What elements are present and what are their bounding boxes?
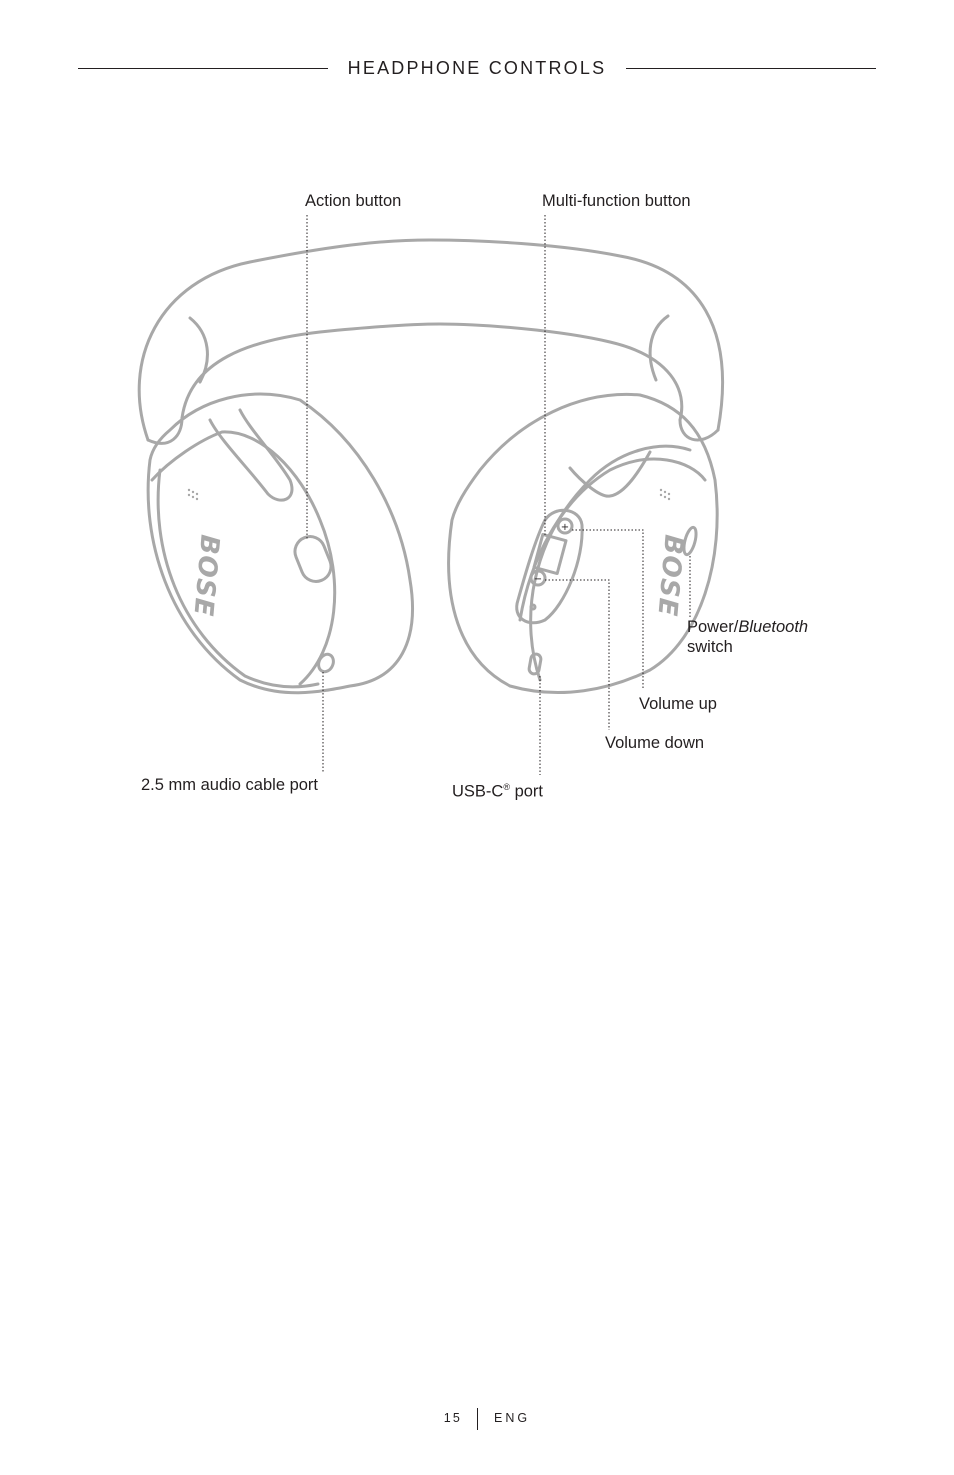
volume-up-label: Volume up bbox=[639, 695, 717, 713]
right-yoke bbox=[568, 450, 652, 498]
right-earcup-outer bbox=[447, 392, 719, 695]
control-panel-shape bbox=[515, 509, 584, 625]
header-rule-left bbox=[78, 68, 328, 69]
audio-cable-port-label: 2.5 mm audio cable port bbox=[141, 776, 319, 794]
headband-inner bbox=[180, 322, 684, 422]
mic-dots bbox=[187, 488, 671, 501]
minus-icon: − bbox=[534, 574, 542, 585]
action-button-shape bbox=[293, 535, 333, 583]
page-footer: 15 ENG bbox=[0, 1408, 954, 1432]
leader-volume-up bbox=[572, 529, 644, 690]
brand-logo-right: BOSE bbox=[651, 533, 688, 618]
multi-function-button-label: Multi-function button bbox=[542, 192, 691, 210]
right-earcup-rim bbox=[529, 444, 692, 682]
left-yoke bbox=[208, 408, 294, 502]
action-button-label: Action button bbox=[305, 192, 402, 210]
power-switch-label: Power/Bluetooth switch bbox=[687, 618, 809, 656]
leader-volume-down bbox=[545, 579, 610, 730]
section-header: HEADPHONE CONTROLS bbox=[78, 56, 876, 80]
mic-hole bbox=[529, 603, 537, 611]
header-rule-right bbox=[626, 68, 876, 69]
left-earcup-inner bbox=[156, 468, 320, 689]
footer-divider bbox=[477, 1408, 478, 1430]
usb-c-port-shape bbox=[527, 652, 543, 676]
language-code: ENG bbox=[494, 1411, 531, 1425]
volume-down-shape bbox=[529, 569, 547, 587]
page-number: 15 bbox=[443, 1411, 462, 1425]
left-earcup-face bbox=[150, 430, 337, 686]
plus-icon: + bbox=[561, 522, 569, 533]
power-switch-shape bbox=[682, 525, 698, 557]
volume-up-shape bbox=[556, 517, 574, 535]
multi-function-button-shape bbox=[532, 532, 568, 576]
left-earcup-outer bbox=[146, 392, 414, 695]
headband-right-end bbox=[678, 418, 720, 442]
audio-port-shape bbox=[317, 652, 335, 674]
usb-c-port-label: USB-C® port bbox=[452, 782, 544, 801]
headband-outer bbox=[137, 238, 724, 442]
headband-left-end bbox=[146, 416, 184, 445]
brand-logo-left: BOSE bbox=[187, 533, 224, 618]
volume-down-label: Volume down bbox=[605, 734, 705, 752]
page-title: HEADPHONE CONTROLS bbox=[78, 56, 876, 80]
